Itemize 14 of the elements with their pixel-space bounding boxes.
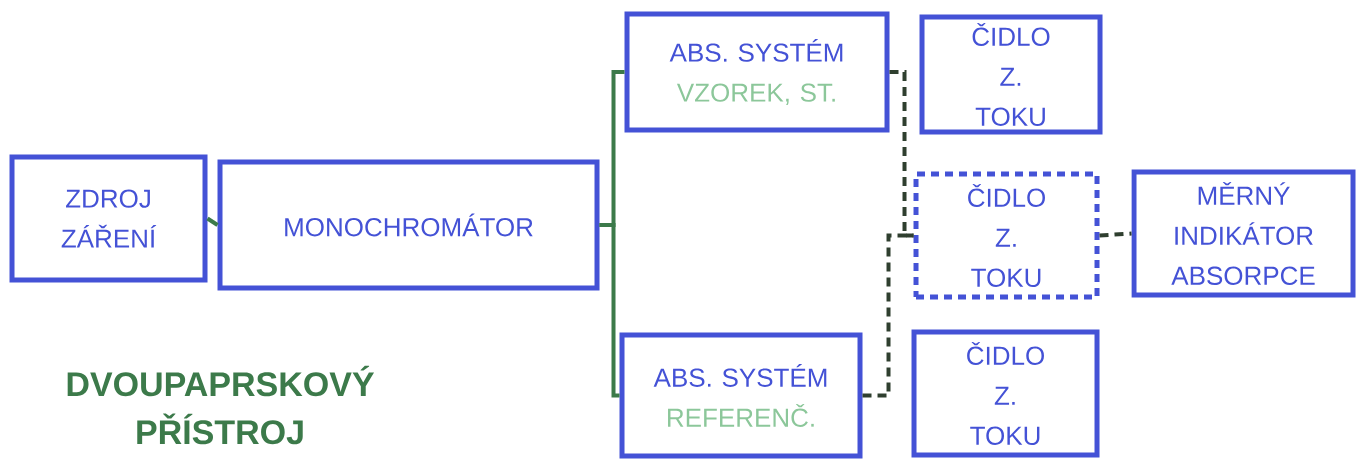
dashed-box: ČIDLO Z. TOKU (913, 171, 1100, 300)
connector-line (599, 223, 620, 398)
process-box: ZDROJ ZÁŘENÍ (9, 154, 208, 283)
connector-line (206, 216, 219, 227)
connector-line (889, 70, 914, 238)
process-box: MĚRNÝ INDIKÁTOR ABSORPCE (1131, 169, 1356, 298)
process-box: ČIDLO Z. TOKU (911, 329, 1100, 458)
connector-line (1099, 231, 1132, 238)
process-box: ČIDLO Z. TOKU (919, 14, 1103, 135)
title-text: DVOUPAPRSKOVÝ PŘÍSTROJ (67, 365, 375, 445)
process-box: MONOCHROMÁTOR (217, 159, 600, 291)
connector-line (862, 233, 914, 398)
process-box: ABS. SYSTÉM REFERENČ. (619, 332, 863, 459)
process-box: ABS. SYSTÉM VZOREK, ST. (624, 11, 890, 133)
